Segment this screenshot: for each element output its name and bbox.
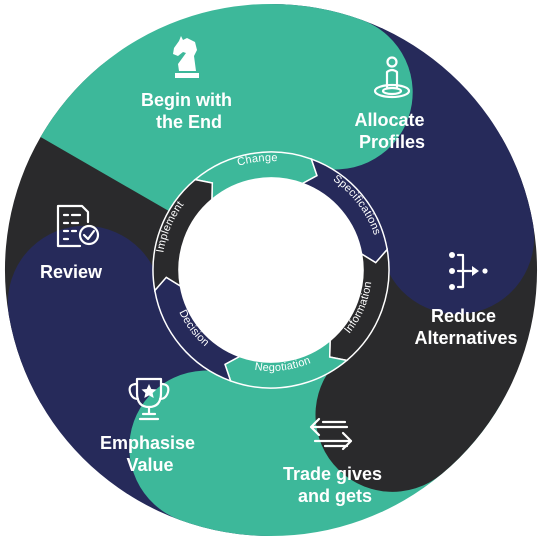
document-check-icon bbox=[56, 204, 100, 248]
trophy-star-icon bbox=[128, 377, 170, 421]
inner-arrow-implement bbox=[152, 178, 214, 293]
inner-ring bbox=[152, 151, 390, 389]
label-begin-with-the-end: Begin with the End bbox=[141, 90, 237, 132]
funnel-dots-icon bbox=[449, 252, 488, 290]
label-reduce-alternatives: Reduce Alternatives bbox=[414, 306, 517, 348]
label-review: Review bbox=[40, 262, 103, 282]
person-on-target-icon bbox=[373, 56, 411, 99]
swap-arrows-icon bbox=[309, 417, 353, 451]
label-allocate-profiles: Allocate Profiles bbox=[354, 110, 429, 152]
label-trade-gives-and-gets: Trade gives and gets bbox=[283, 464, 387, 506]
chess-knight-icon bbox=[173, 36, 199, 78]
segment-begin-with-the-end bbox=[40, 3, 413, 215]
label-emphasise-value: Emphasise Value bbox=[100, 433, 200, 475]
